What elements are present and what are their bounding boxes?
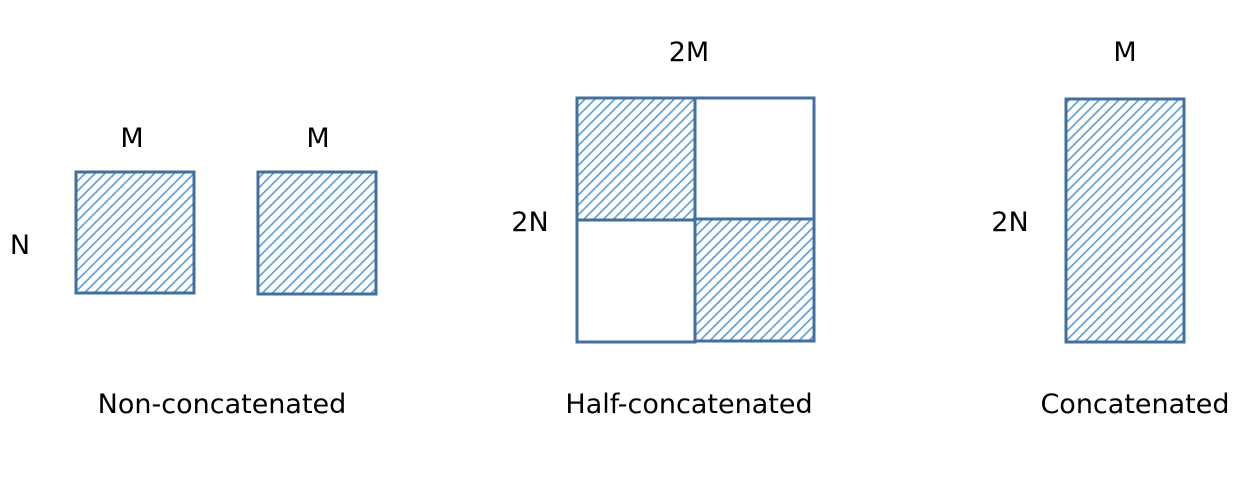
label-2n-concat: 2N — [991, 207, 1028, 238]
label-2n-half: 2N — [511, 207, 548, 238]
label-2m: 2M — [669, 37, 709, 68]
block-bottom-right-hatched — [693, 217, 816, 343]
label-n: N — [10, 230, 30, 261]
caption-half-concatenated: Half-concatenated — [565, 389, 812, 420]
caption-concatenated: Concatenated — [1040, 389, 1229, 420]
block-top-right-empty — [693, 96, 816, 221]
matrix-block-tall — [1064, 97, 1186, 344]
matrix-block-left — [74, 170, 196, 295]
label-m-left: M — [120, 123, 143, 154]
matrix-block-right — [256, 170, 378, 296]
caption-non-concatenated: Non-concatenated — [98, 389, 347, 420]
half-concatenated-group: 2M 2N Half-concatenated — [511, 37, 816, 420]
concatenated-group: M 2N Concatenated — [991, 37, 1229, 420]
block-bottom-left-empty — [575, 218, 697, 344]
label-m-concat: M — [1113, 37, 1136, 68]
non-concatenated-group: N M M Non-concatenated — [10, 123, 378, 420]
block-top-left-hatched — [575, 96, 697, 222]
label-m-right: M — [306, 123, 329, 154]
